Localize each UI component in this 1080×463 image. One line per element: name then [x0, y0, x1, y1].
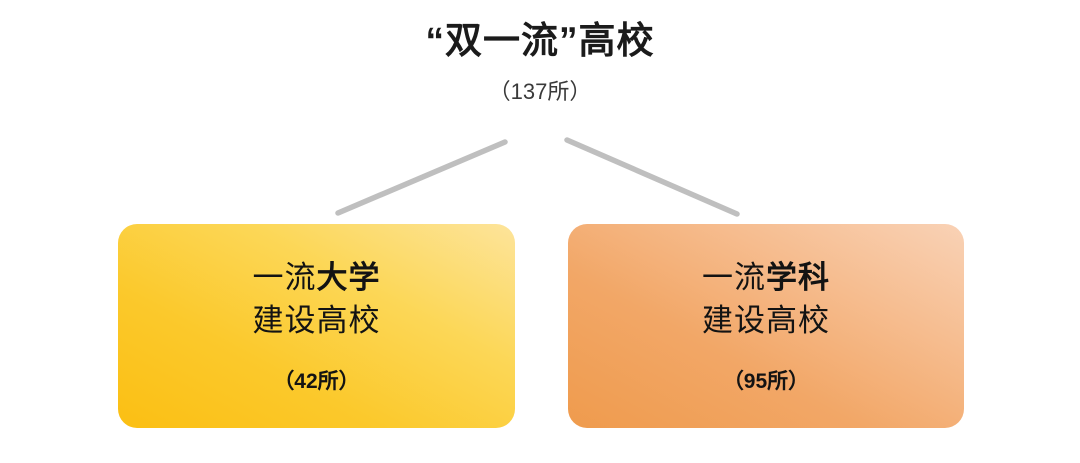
connector-line-right — [564, 137, 740, 217]
branch-box-yiliu-daxue[interactable]: 一流大学 建设高校 （42所） — [118, 224, 515, 428]
root-node: “双一流”高校 （137所） — [0, 18, 1080, 106]
branch-label-line2: 建设高校 — [252, 303, 381, 338]
branch-label-line2: 建设高校 — [702, 303, 830, 338]
branch-label-prefix: 一流 — [252, 260, 317, 296]
branch-label-yiliu-xueke: 一流学科 建设高校 — [702, 257, 830, 343]
page-title: “双一流”高校 — [425, 20, 655, 61]
branch-label-emphasis: 学科 — [766, 260, 830, 296]
branch-count-yiliu-daxue: （42所） — [273, 369, 360, 393]
branch-box-yiliu-xueke[interactable]: 一流学科 建设高校 （95所） — [568, 224, 964, 428]
branch-label-emphasis: 大学 — [316, 260, 381, 296]
root-count-label: （137所） — [488, 79, 592, 105]
connector-line-left — [335, 139, 508, 216]
branch-label-prefix: 一流 — [702, 260, 766, 296]
branch-label-yiliu-daxue: 一流大学 建设高校 — [253, 257, 381, 343]
branch-count-yiliu-xueke: （95所） — [722, 369, 810, 393]
